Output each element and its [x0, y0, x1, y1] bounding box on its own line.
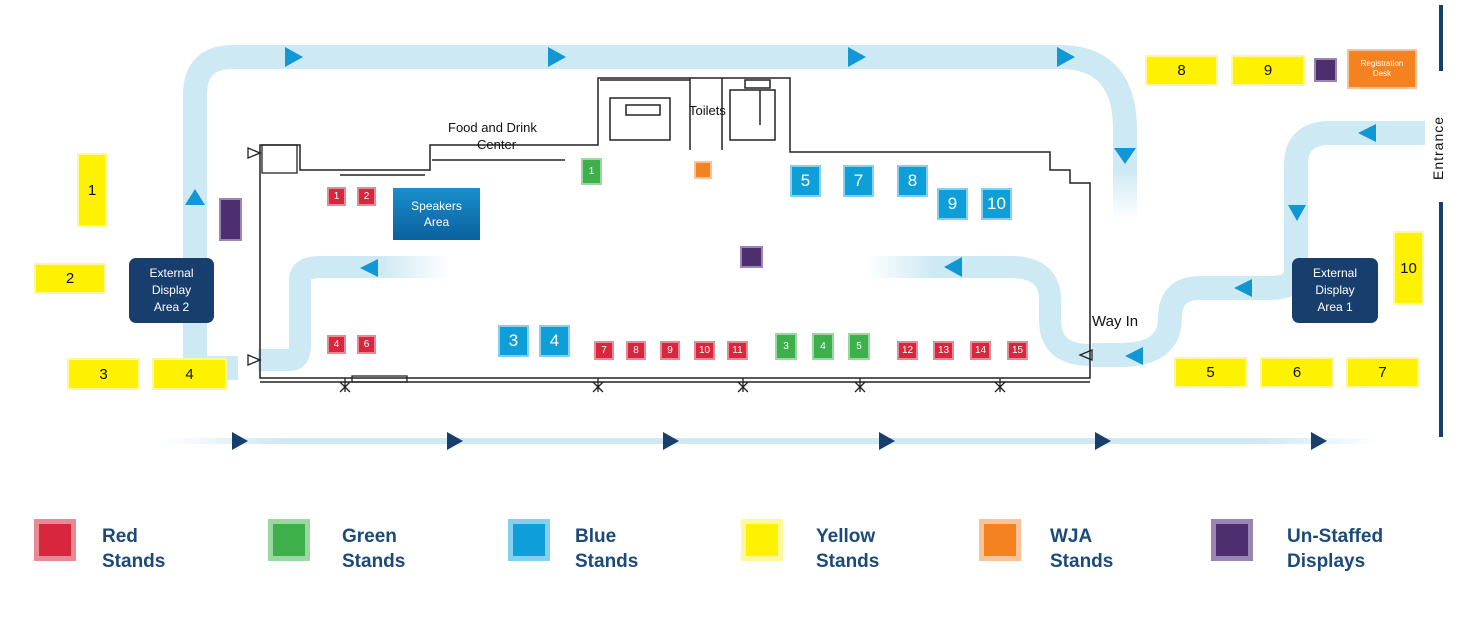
flow-path-bottom [160, 438, 1380, 444]
yellow-stand-6: 6 [1260, 357, 1334, 388]
food-drink-label-line2: Center [477, 137, 517, 152]
red-stand-14: 14 [970, 341, 991, 360]
red-stand-9: 9 [660, 341, 680, 360]
flow-arrow-icon [185, 189, 205, 205]
flow-arrow-icon [1125, 347, 1143, 365]
flow-fade-left [380, 256, 450, 278]
flow-arrow-icon [1288, 205, 1306, 221]
flow-path-inner-left [258, 256, 395, 371]
toilets-label: Toilets [689, 103, 726, 118]
wja-stand [694, 161, 712, 179]
external-display-area-2: External Display Area 2 [129, 258, 214, 323]
blue-stand-3: 3 [498, 325, 529, 357]
blue-stand-10: 10 [981, 188, 1012, 220]
flow-arrow-icon [232, 432, 248, 450]
door-markers [247, 144, 1093, 393]
flow-arrow-icon [1311, 432, 1327, 450]
unstaffed-display [219, 198, 242, 241]
green-stand-4: 4 [812, 333, 834, 360]
green-stand-3: 3 [775, 333, 797, 360]
hall-walls [259, 77, 1091, 383]
flow-arrow-icon [1358, 124, 1376, 142]
red-stand-6: 6 [357, 335, 376, 354]
red-stand-8: 8 [626, 341, 646, 360]
unstaffed-display [740, 246, 763, 268]
yellow-stand-4: 4 [152, 358, 227, 390]
flow-arrow-icon [1114, 148, 1136, 164]
entrance-label: Entrance [1430, 115, 1446, 181]
blue-stand-5: 5 [790, 165, 821, 197]
red-stand-10: 10 [694, 341, 715, 360]
yellow-stand-3: 3 [67, 358, 140, 390]
legend-swatch-blue [508, 519, 550, 561]
yellow-stand-1: 1 [77, 153, 107, 227]
red-stand-12: 12 [897, 341, 918, 360]
yellow-stand-7: 7 [1346, 357, 1419, 388]
flow-arrow-icon [1057, 47, 1075, 67]
yellow-stand-8: 8 [1145, 55, 1218, 86]
yellow-stand-5: 5 [1174, 357, 1247, 388]
red-stand-13: 13 [933, 341, 954, 360]
blue-stand-8: 8 [897, 165, 928, 197]
flow-arrow-icon [1234, 279, 1252, 297]
flow-arrow-icon [944, 257, 962, 277]
legend-swatch-unstaffed [1211, 519, 1253, 561]
red-stand-2: 2 [357, 187, 376, 206]
boundary-wall [1439, 5, 1443, 71]
red-stand-4: 4 [327, 335, 346, 354]
flow-fade-down [1113, 170, 1137, 220]
way-in-label: Way In [1092, 313, 1139, 330]
flow-arrow-icon [879, 432, 895, 450]
blue-stand-7: 7 [843, 165, 874, 197]
flow-fade-right [865, 256, 935, 278]
flow-arrow-icon [447, 432, 463, 450]
flow-path-inner-right [930, 256, 1091, 366]
speakers-area: Speakers Area [393, 188, 480, 240]
flow-arrow-icon [848, 47, 866, 67]
red-stand-1: 1 [327, 187, 346, 206]
flow-arrow-icon [663, 432, 679, 450]
legend-swatch-red [34, 519, 76, 561]
red-stand-7: 7 [594, 341, 614, 360]
yellow-stand-2: 2 [34, 263, 106, 294]
legend-swatch-yellow [741, 519, 783, 561]
blue-stand-9: 9 [937, 188, 968, 220]
legend-swatch-wja [979, 519, 1021, 561]
external-display-area-1: External Display Area 1 [1292, 258, 1378, 323]
flow-arrow-icon [285, 47, 303, 67]
green-stand-1: 1 [581, 158, 602, 185]
red-stand-11: 11 [727, 341, 748, 360]
boundary-wall [1439, 202, 1443, 437]
legend-swatch-green [268, 519, 310, 561]
red-stand-15: 15 [1007, 341, 1028, 360]
flow-arrow-icon [548, 47, 566, 67]
flow-arrow-icon [1095, 432, 1111, 450]
blue-stand-4: 4 [539, 325, 570, 357]
yellow-stand-9: 9 [1231, 55, 1305, 86]
food-drink-label: Food and Drink [448, 120, 537, 135]
unstaffed-display [1314, 58, 1337, 82]
yellow-stand-10: 10 [1393, 231, 1424, 305]
flow-arrow-icon [360, 259, 378, 277]
green-stand-5: 5 [848, 333, 870, 360]
registration-desk: Registration Desk [1347, 49, 1417, 89]
